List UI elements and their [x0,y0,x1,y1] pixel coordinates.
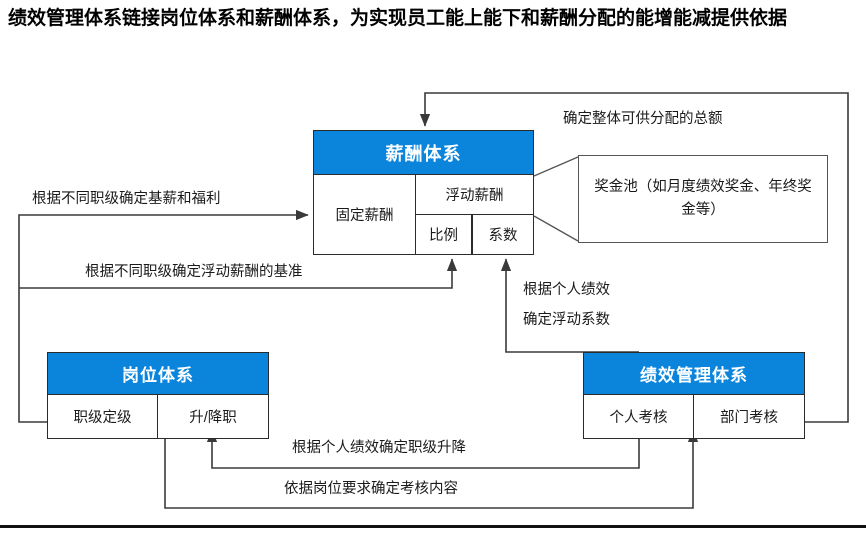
wire-salary-to-bonus-lower [533,215,579,242]
label-coefficient: 根据个人绩效 确定浮动系数 [523,275,663,335]
performance-system-header: 绩效管理体系 [583,352,805,395]
salary-system-box[interactable]: 薪酬体系 固定薪酬 浮动薪酬 比例 系数 [313,130,534,255]
label-variable-base: 根据不同职级确定浮动薪酬的基准 [85,264,303,280]
wire-position-to-variable-base [19,258,458,289]
position-system-row: 职级定级 升/降职 [47,395,269,439]
page-title: 绩效管理体系链接岗位体系和薪酬体系，为实现员工能上能下和薪酬分配的能增能减提供依… [8,8,788,29]
cell-promotion-demotion[interactable]: 升/降职 [158,395,269,439]
cell-department-assessment[interactable]: 部门考核 [694,395,805,439]
cell-individual-assessment[interactable]: 个人考核 [583,395,694,439]
label-total-amount: 确定整体可供分配的总额 [563,111,723,127]
cell-ratio[interactable]: 比例 [416,215,472,255]
position-system-box[interactable]: 岗位体系 职级定级 升/降职 [47,352,269,439]
cell-job-grading[interactable]: 职级定级 [47,395,158,439]
position-system-header: 岗位体系 [47,352,269,395]
performance-system-box[interactable]: 绩效管理体系 个人考核 部门考核 [583,352,805,439]
bonus-pool-callout[interactable]: 奖金池（如月度绩效奖金、年终奖金等） [578,155,828,243]
variable-pay-subrow: 比例 系数 [416,215,534,255]
label-base-salary: 根据不同职级确定基薪和福利 [32,191,221,207]
wire-perf-to-salary-total [419,92,849,423]
wire-position-to-perf-kpi [164,396,699,509]
salary-system-body: 固定薪酬 浮动薪酬 比例 系数 [313,175,534,255]
salary-system-header: 薪酬体系 [313,130,534,175]
cell-coefficient[interactable]: 系数 [472,215,534,255]
label-coefficient-line2: 确定浮动系数 [523,312,610,328]
label-grade-change: 根据个人绩效确定职级升降 [292,440,466,456]
cell-fixed-pay[interactable]: 固定薪酬 [313,175,416,255]
wire-position-to-fixed-pay [18,209,309,423]
label-kpi-content: 依据岗位要求确定考核内容 [284,481,458,497]
performance-system-row: 个人考核 部门考核 [583,395,805,439]
wire-salary-to-bonus-upper [533,156,579,177]
label-coefficient-line1: 根据个人绩效 [523,282,610,298]
cell-variable-pay[interactable]: 浮动薪酬 [416,175,534,215]
footer-rule [0,525,866,528]
variable-pay-group: 浮动薪酬 比例 系数 [416,175,534,255]
